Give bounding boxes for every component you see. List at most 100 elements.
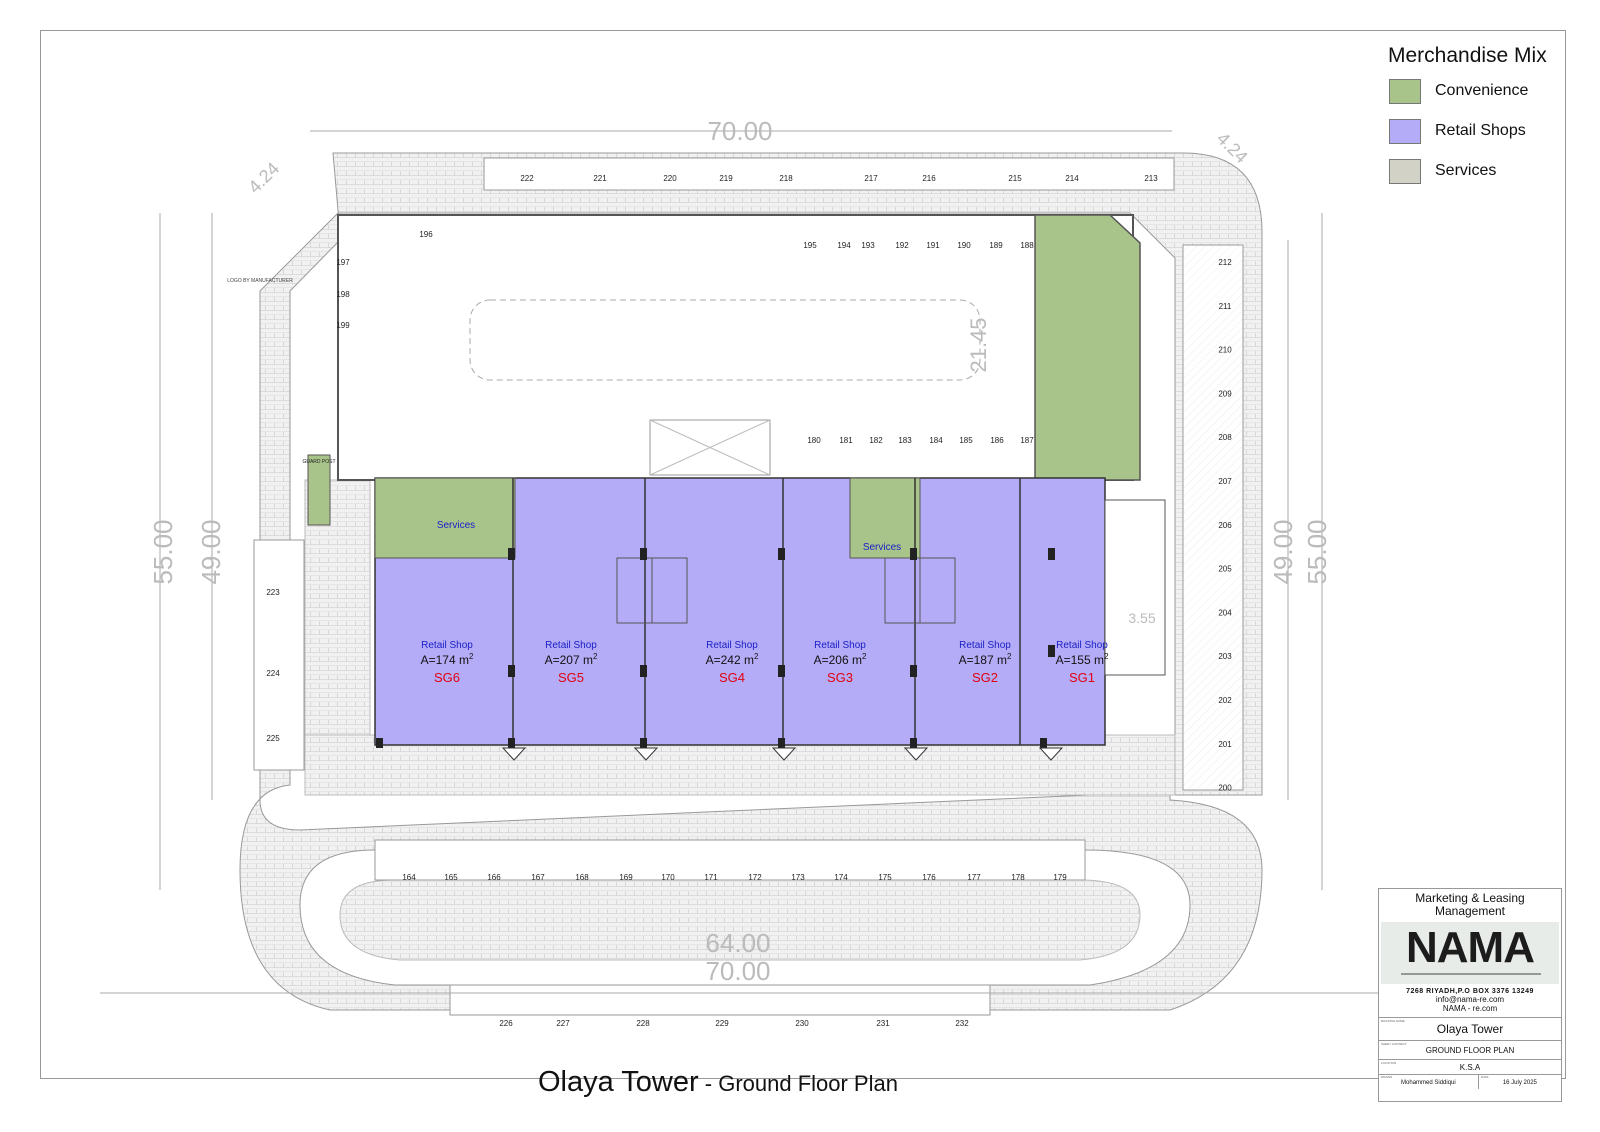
parking-number-right: 205	[1218, 565, 1232, 574]
shop-heading: Retail Shop	[706, 640, 758, 651]
building-outline	[337, 214, 1134, 481]
dim-corner-tl: 4.24	[244, 158, 283, 197]
parking-number-inner-bottom: 185	[959, 436, 973, 445]
shop-code: SG5	[558, 670, 584, 685]
legend-item-convenience: Convenience	[1389, 78, 1528, 104]
parking-number-front: 176	[922, 873, 936, 882]
parking-number-right: 204	[1218, 608, 1232, 617]
legend-swatch-services	[1389, 158, 1421, 184]
parking-number-front: 178	[1011, 873, 1025, 882]
dim-small: 3.55	[1128, 610, 1155, 626]
structural-columns	[376, 548, 1055, 748]
title-block-building-label: BUILDING NAME	[1381, 1019, 1405, 1023]
title-block-date-label: DATE	[1480, 1075, 1489, 1079]
parking-number-bottom: 232	[955, 1019, 969, 1028]
shop-code: SG6	[434, 670, 460, 685]
parking-number-left-inner: 197	[336, 258, 350, 267]
shop-area: A=206 m2	[814, 652, 867, 667]
title-block-sheet-row: SHEET CONTENT GROUND FLOOR PLAN	[1379, 1040, 1561, 1059]
legend-item-retail: Retail Shops	[1389, 118, 1526, 144]
title-block-web: NAMA - re.com	[1442, 1004, 1498, 1013]
parking-number-right: 203	[1218, 652, 1232, 661]
parking-number-front: 174	[834, 873, 848, 882]
shop-area: A=155 m2	[1056, 652, 1109, 667]
dim-bottom-1: 64.00	[705, 928, 770, 958]
bottom-parking-row	[449, 984, 991, 1016]
ramp-area	[469, 299, 981, 381]
parking-number-inner-bottom: 181	[839, 436, 853, 445]
parking-number-right: 208	[1218, 433, 1232, 442]
parking-number-top: 214	[1065, 174, 1079, 183]
title-block-footer-row: DRAWN Mohammed Siddiqui DATE 16 July 202…	[1379, 1074, 1561, 1089]
title-block: Marketing & Leasing Management NAMA 7268…	[1378, 888, 1562, 1102]
plan-title-sub: - Ground Floor Plan	[698, 1071, 898, 1096]
legend-swatch-retail	[1389, 118, 1421, 144]
legend-swatch-convenience	[1389, 78, 1421, 104]
title-block-email: info@nama-re.com	[1435, 995, 1505, 1004]
front-parking-row	[374, 839, 1086, 881]
shop-heading: Retail Shop	[545, 640, 597, 651]
shop-area-unit: 2	[593, 652, 598, 661]
parking-number-bottom: 230	[795, 1019, 809, 1028]
parking-number-top: 218	[779, 174, 793, 183]
title-block-date-cell: DATE 16 July 2025	[1479, 1075, 1561, 1089]
logo-note: LOGO BY MANUFACTURER	[227, 278, 293, 284]
parking-number-bottom: 227	[556, 1019, 570, 1028]
parking-number-front: 172	[748, 873, 762, 882]
parking-number-inner-bottom: 184	[929, 436, 943, 445]
parking-number-top: 222	[520, 174, 534, 183]
plan-title-main: Olaya Tower	[538, 1066, 699, 1098]
parking-number-right: 200	[1218, 784, 1232, 793]
dim-ramp: 21.45	[966, 317, 991, 372]
parking-number-front: 175	[878, 873, 892, 882]
parking-number-front: 171	[704, 873, 718, 882]
parking-number-left-outer: 225	[266, 734, 280, 743]
parking-number-right: 209	[1218, 389, 1232, 398]
parking-number-front: 179	[1053, 873, 1067, 882]
shop-code: SG3	[827, 670, 853, 685]
parking-number-top: 219	[719, 174, 733, 183]
dim-right-inner: 49.00	[1268, 519, 1298, 584]
shop-code: SG4	[719, 670, 745, 685]
parking-number-inner-top: 193	[861, 241, 875, 250]
driveway-island	[339, 879, 1141, 961]
shop-area-unit: 2	[1104, 652, 1109, 661]
services-label-left: Services	[437, 520, 475, 531]
legend-item-services: Services	[1389, 158, 1496, 184]
parking-number-front: 168	[575, 873, 589, 882]
shop-area: A=207 m2	[545, 652, 598, 667]
parking-number-left-outer: 223	[266, 588, 280, 597]
parking-number-top: 216	[922, 174, 936, 183]
legend-title: Merchandise Mix	[1388, 44, 1547, 67]
title-block-sheet-content: GROUND FLOOR PLAN	[1425, 1046, 1515, 1055]
parking-number-front: 173	[791, 873, 805, 882]
parking-number-front: 170	[661, 873, 675, 882]
guard-post-label: GUARD POST	[302, 459, 335, 465]
parking-number-inner-top: 192	[895, 241, 909, 250]
dim-top: 70.00	[707, 116, 772, 146]
shop-heading: Retail Shop	[1056, 640, 1108, 651]
plan-title: Olaya Tower - Ground Floor Plan	[538, 1066, 898, 1099]
shop-area-unit: 2	[754, 652, 759, 661]
title-block-drawn-by: Mohammed Siddiqui	[1401, 1080, 1456, 1086]
parking-number-right: 206	[1218, 521, 1232, 530]
services-room-left	[374, 477, 516, 559]
parking-number-inner-bottom: 180	[807, 436, 821, 445]
title-block-drawn-label: DRAWN	[1381, 1075, 1393, 1079]
ramp-box	[649, 419, 771, 476]
title-block-address: 7268 RIYADH,P.O BOX 3376 13249	[1406, 988, 1534, 995]
parking-number-inner-top: 195	[803, 241, 817, 250]
parking-number-right: 207	[1218, 477, 1232, 486]
shop-heading: Retail Shop	[959, 640, 1011, 651]
parking-number-inner-bottom: 186	[990, 436, 1004, 445]
parking-number-right: 212	[1218, 258, 1232, 267]
shop-area-unit: 2	[469, 652, 474, 661]
parking-number-inner-bottom: 183	[898, 436, 912, 445]
guard-post	[307, 454, 331, 526]
parking-number-top: 213	[1144, 174, 1158, 183]
title-block-location: K.S.A	[1459, 1063, 1481, 1072]
title-block-logo: NAMA	[1381, 922, 1559, 984]
shop-area: A=174 m2	[421, 652, 474, 667]
